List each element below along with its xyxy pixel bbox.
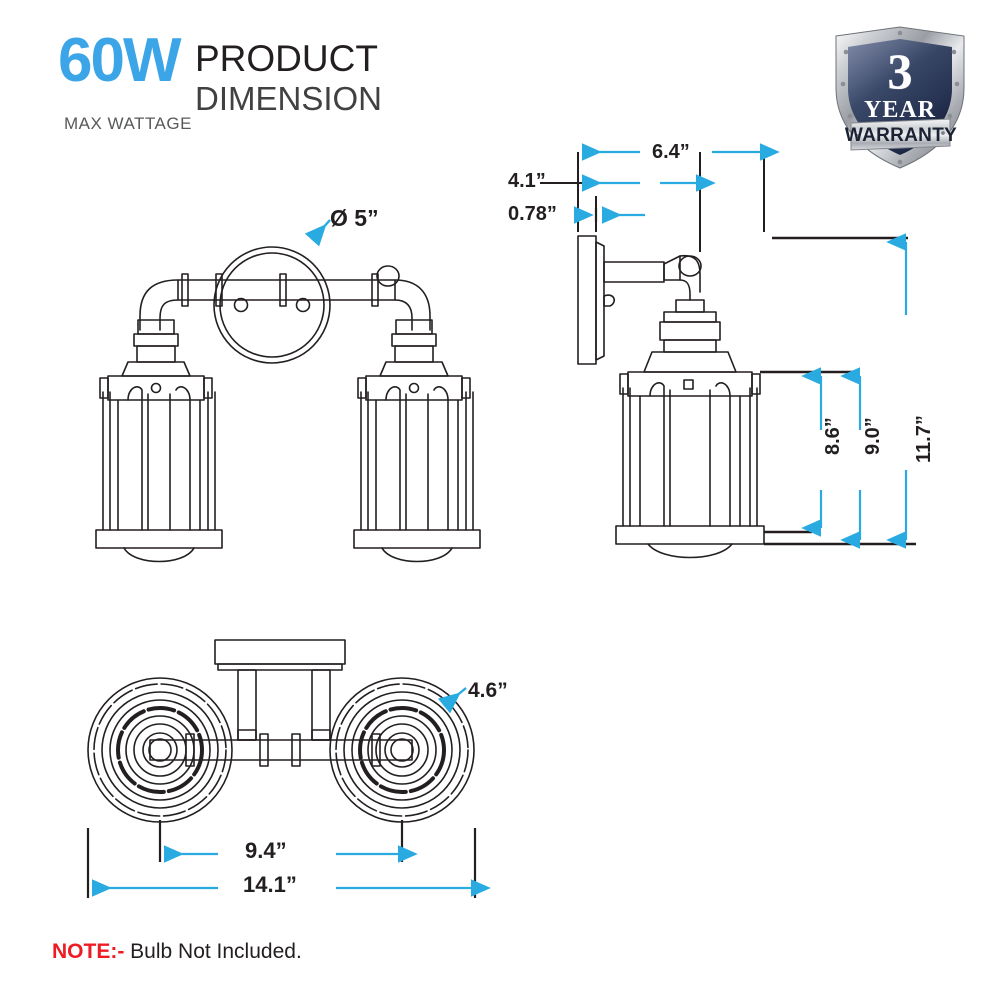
max-wattage-caption: MAX WATTAGE (64, 114, 192, 133)
bottom-view (87, 639, 475, 823)
front-view (95, 246, 481, 563)
vertical-extension-lines (760, 236, 916, 546)
max-wattage-value: 60W (58, 26, 181, 95)
warranty-banner (850, 118, 951, 151)
bottom-right-shade (329, 677, 475, 823)
dim-label-height-mid: 9.0” (862, 417, 884, 455)
dim-label-shade-diameter: 4.6” (468, 679, 508, 702)
dim-4-6 (437, 687, 467, 714)
warranty-years: 3 (888, 43, 913, 99)
warranty-banner-label: WARRANTY (845, 125, 957, 146)
dim-label-height-total: 11.7” (913, 415, 935, 463)
front-right-lamp (353, 319, 481, 563)
warranty-period: YEAR (864, 97, 936, 123)
page-title-product: PRODUCT (195, 38, 378, 79)
dim-label-depth-plate: 0.78” (508, 203, 557, 225)
bottom-left-shade (87, 677, 233, 823)
dim-diameter-backplate (304, 219, 331, 247)
warranty-badge: 3 YEAR WARRANTY (826, 22, 974, 172)
note-line: NOTE:- Bulb Not Included. (52, 940, 302, 964)
note-prefix: NOTE:- (52, 940, 125, 963)
dim-label-depth-total: 6.4” (652, 141, 690, 163)
front-left-lamp (95, 319, 223, 563)
dim-label-backplate-diameter: Ø 5” (330, 205, 379, 231)
note-text: Bulb Not Included. (124, 940, 302, 963)
side-view (577, 235, 765, 559)
dim-label-height-shade-bottom: 8.6” (822, 417, 844, 455)
dim-label-depth-arm: 4.1” (508, 170, 546, 192)
header-block: 60W MAX WATTAGE PRODUCT DIMENSION (58, 28, 478, 138)
page-title-dimension: DIMENSION (195, 80, 383, 117)
dim-0-78 (574, 206, 645, 224)
dim-label-overall-width: 14.1” (243, 872, 297, 897)
dim-label-center-to-center: 9.4” (245, 838, 287, 863)
